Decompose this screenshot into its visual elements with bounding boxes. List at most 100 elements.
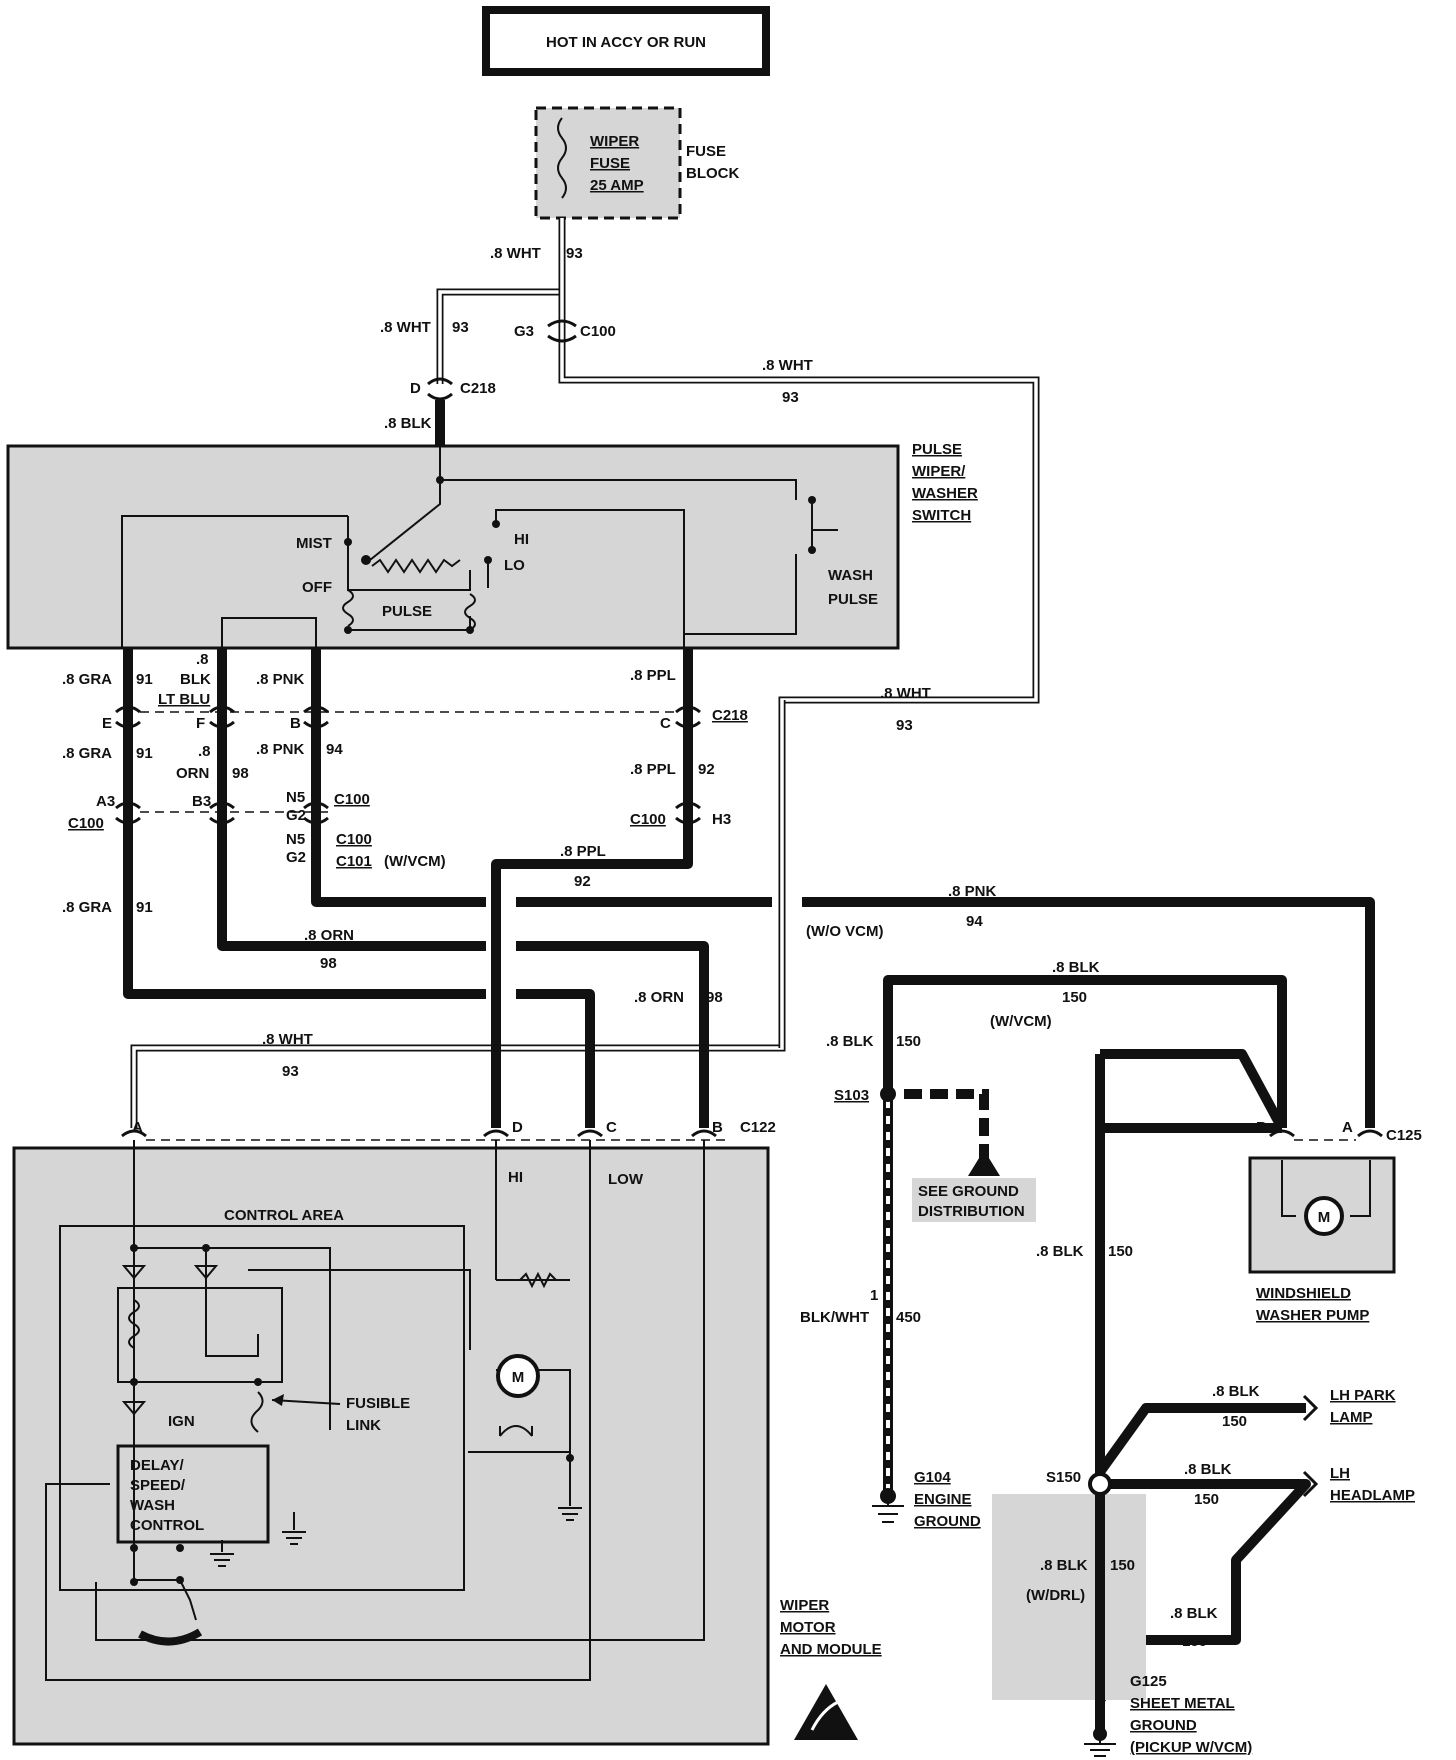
wire-circ-drl: 150 bbox=[1110, 1557, 1135, 1574]
wire-circ-pnk-2: 94 bbox=[326, 741, 343, 758]
park-name2: LAMP bbox=[1330, 1409, 1373, 1426]
conn-c100: C100 bbox=[580, 323, 616, 340]
wire-label-park: .8 BLK bbox=[1212, 1383, 1260, 1400]
wire-circ-wht-4: 93 bbox=[896, 717, 913, 734]
wire-label-ppl-3: .8 PPL bbox=[560, 843, 606, 860]
wire-label-wht-5: .8 WHT bbox=[262, 1031, 313, 1048]
wire-label-orn-b: ORN bbox=[176, 765, 209, 782]
wire-label-wht-3: .8 WHT bbox=[762, 357, 813, 374]
motor-delay1: DELAY/ bbox=[130, 1457, 184, 1474]
wire-circ-wht-2: 93 bbox=[452, 319, 469, 336]
wire-circ-ppl-3: 92 bbox=[574, 873, 591, 890]
fuse-line3: 25 AMP bbox=[590, 177, 644, 194]
pump-name1: WINDSHIELD bbox=[1256, 1285, 1351, 1302]
conn-c101: C101 bbox=[336, 853, 372, 870]
wire-label-gnd: .8 BLK bbox=[1170, 1605, 1218, 1622]
wire-label-ppl-1: .8 PPL bbox=[630, 667, 676, 684]
motor-name3: AND MODULE bbox=[780, 1641, 882, 1658]
wire-note-drl: (W/DRL) bbox=[1026, 1587, 1085, 1604]
ground-g125-name1: SHEET METAL bbox=[1130, 1695, 1235, 1712]
wire-circ-wht-3: 93 bbox=[782, 389, 799, 406]
wiper-motor-module: M A D C B C122 HI LOW CONTROL AREA IGN D… bbox=[12, 1119, 776, 1746]
esd-warning-icon bbox=[794, 1684, 858, 1740]
wire-label-blk150-c: .8 BLK bbox=[1036, 1243, 1084, 1260]
wire-label-drl: .8 BLK bbox=[1040, 1557, 1088, 1574]
wire-circ-gnd: 150 bbox=[1182, 1633, 1207, 1650]
wire-circ-blk450: 450 bbox=[896, 1309, 921, 1326]
head-name1: LH bbox=[1330, 1465, 1350, 1482]
wire-label-orn-2: .8 ORN bbox=[304, 927, 354, 944]
wire-label-orn-a: .8 bbox=[198, 743, 211, 760]
wire-circ-wht-1: 93 bbox=[566, 245, 583, 262]
conn-wb: B bbox=[1256, 1119, 1267, 1136]
conn-d: D bbox=[410, 380, 421, 397]
switch-mist: MIST bbox=[296, 535, 332, 552]
wire-label-blk-b: BLK bbox=[180, 671, 211, 688]
wire-label-head: .8 BLK bbox=[1184, 1461, 1232, 1478]
wire-label-orn-3: .8 ORN bbox=[634, 989, 684, 1006]
pump-m: M bbox=[1318, 1209, 1331, 1226]
wire-circ-blk150-b: 150 bbox=[896, 1033, 921, 1050]
see-ground-2: DISTRIBUTION bbox=[918, 1203, 1025, 1220]
conn-c218b: C218 bbox=[712, 707, 748, 724]
wire-label-wht-2: .8 WHT bbox=[380, 319, 431, 336]
motor-delay3: WASH bbox=[130, 1497, 175, 1514]
conn-a3: A3 bbox=[96, 793, 115, 810]
wire-circ-park: 150 bbox=[1222, 1413, 1247, 1430]
fuse-line2: FUSE bbox=[590, 155, 630, 172]
conn-pin-b: B bbox=[712, 1119, 723, 1136]
label-wo-vcm: (W/O VCM) bbox=[806, 923, 883, 940]
conn-g2a: G2 bbox=[286, 807, 306, 824]
conn-c100d: C100 bbox=[630, 811, 666, 828]
conn-h3: H3 bbox=[712, 811, 731, 828]
ground-g104-name2: GROUND bbox=[914, 1513, 981, 1530]
wire-label-gra-1: .8 GRA bbox=[62, 671, 112, 688]
wire-circ-ppl-2: 92 bbox=[698, 761, 715, 778]
wire-label-gra-3: .8 GRA bbox=[62, 899, 112, 916]
switch-hi: HI bbox=[514, 531, 529, 548]
wire-label-blk150-b: .8 BLK bbox=[826, 1033, 874, 1050]
switch-lo: LO bbox=[504, 557, 525, 574]
motor-control-area: CONTROL AREA bbox=[224, 1207, 344, 1224]
conn-pin-d: D bbox=[512, 1119, 523, 1136]
wire-wht-93 bbox=[130, 218, 1040, 1128]
pump-name2: WASHER PUMP bbox=[1256, 1307, 1369, 1324]
wire-circ-wht-5: 93 bbox=[282, 1063, 299, 1080]
wire-pnk-94 bbox=[311, 648, 1375, 1128]
wire-label-pnk-1: .8 PNK bbox=[256, 671, 305, 688]
wire-label-gra-2: .8 GRA bbox=[62, 745, 112, 762]
conn-pin-c: C bbox=[606, 1119, 617, 1136]
conn-n5a: N5 bbox=[286, 789, 305, 806]
wire-label-blk-a: .8 bbox=[196, 651, 209, 668]
wire-circ-gra-1: 91 bbox=[136, 671, 153, 688]
wire-circ-head: 150 bbox=[1194, 1491, 1219, 1508]
conn-g2b: G2 bbox=[286, 849, 306, 866]
motor-fusible1: FUSIBLE bbox=[346, 1395, 410, 1412]
conn-w-vcm: (W/VCM) bbox=[384, 853, 446, 870]
conn-e: E bbox=[102, 715, 112, 732]
conn-f: F bbox=[196, 715, 205, 732]
splice-s103: S103 bbox=[834, 1087, 869, 1104]
fusible-link-symbol bbox=[250, 1391, 264, 1433]
conn-wa: A bbox=[1342, 1119, 1353, 1136]
wire-circ-gra-2: 91 bbox=[136, 745, 153, 762]
fuse-block: WIPER FUSE 25 AMP FUSE BLOCK bbox=[534, 106, 739, 220]
wire-label-ppl-2: .8 PPL bbox=[630, 761, 676, 778]
label-w-vcm: (W/VCM) bbox=[990, 1013, 1052, 1030]
fuse-line1: WIPER bbox=[590, 133, 639, 150]
wire-circ-blk150-c: 150 bbox=[1108, 1243, 1133, 1260]
wiper-motor-symbol bbox=[496, 1354, 540, 1398]
conn-c100a: C100 bbox=[68, 815, 104, 832]
motor-low: LOW bbox=[608, 1171, 644, 1188]
switch-wash: WASH bbox=[828, 567, 873, 584]
wire-circ-orn-3: 98 bbox=[706, 989, 723, 1006]
conn-c: C bbox=[660, 715, 671, 732]
conn-c100b: C100 bbox=[334, 791, 370, 808]
ground-g125: G125 bbox=[1130, 1673, 1167, 1690]
ground-g104-name1: ENGINE bbox=[914, 1491, 972, 1508]
wire-circ-pnk-3: 94 bbox=[966, 913, 983, 930]
motor-hi: HI bbox=[508, 1169, 523, 1186]
wire-circ-orn: 98 bbox=[232, 765, 249, 782]
switch-off: OFF bbox=[302, 579, 332, 596]
park-name1: LH PARK bbox=[1330, 1387, 1396, 1404]
